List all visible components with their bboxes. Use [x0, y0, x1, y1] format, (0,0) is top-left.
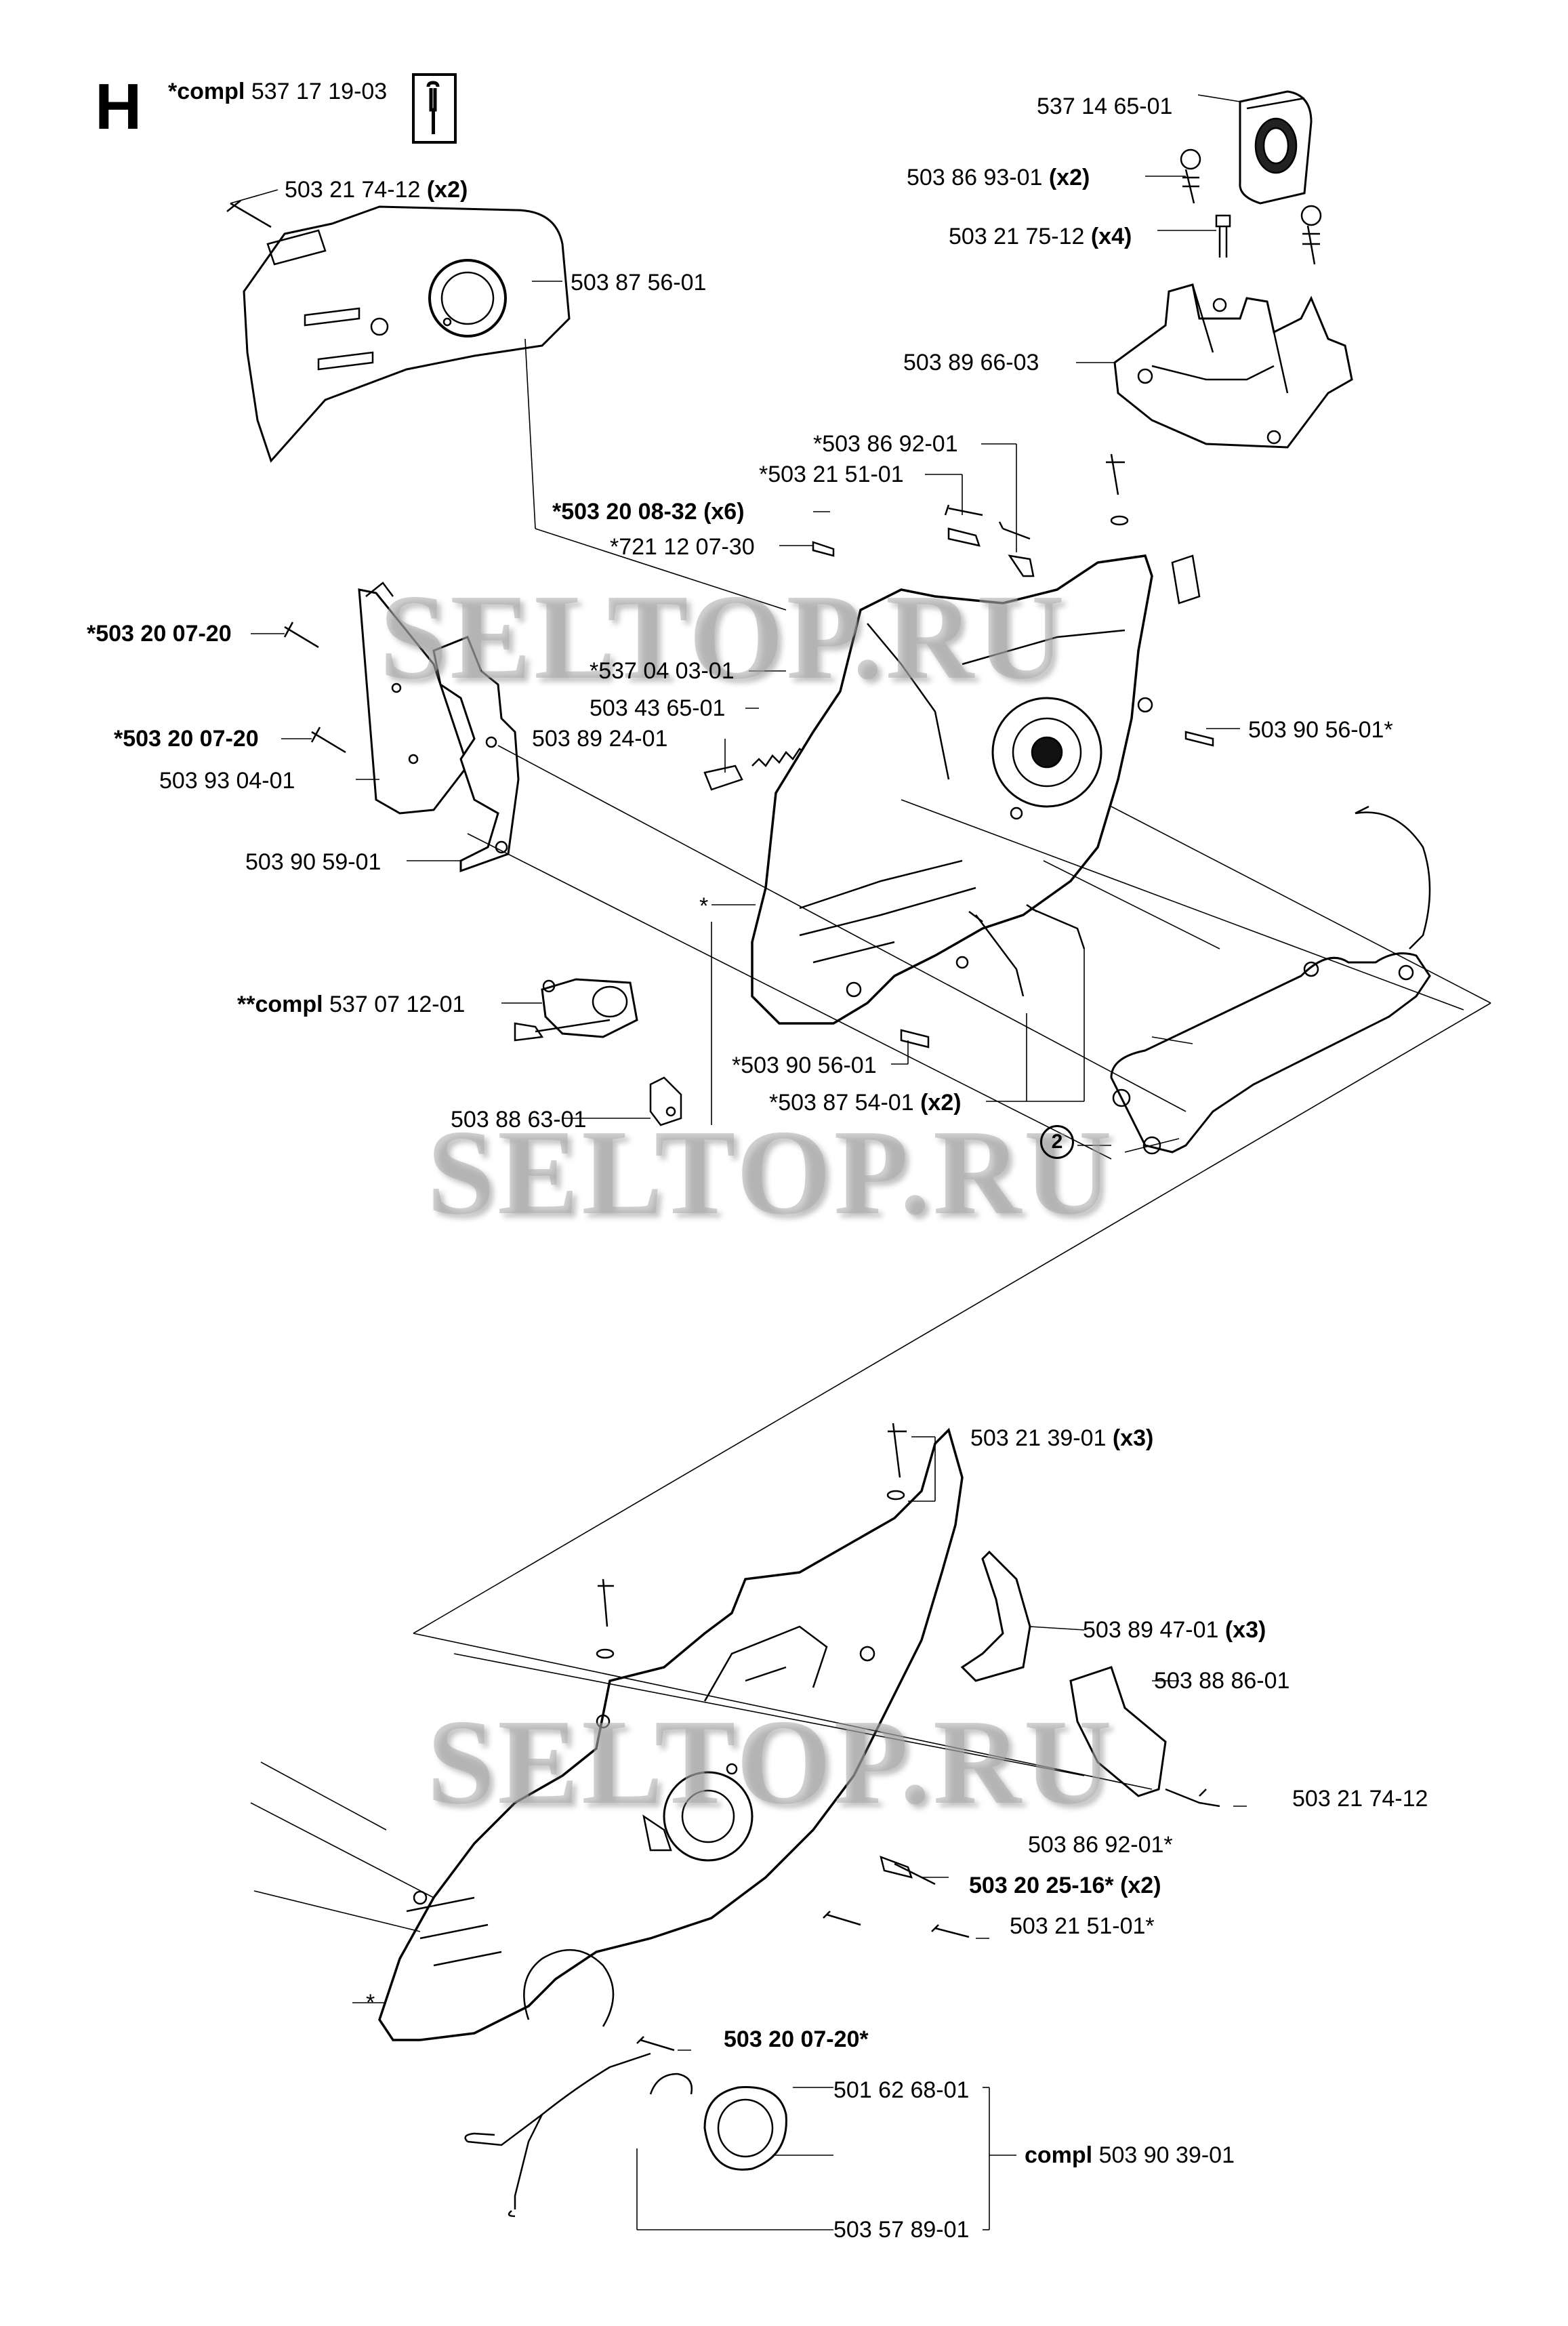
small-clip-part — [649, 1076, 682, 1126]
oil-cap-part — [649, 2073, 787, 2171]
part-label: 501 62 68-01 — [833, 2077, 970, 2103]
watermark: SELTOP.RU — [379, 569, 1067, 704]
wrench-icon — [412, 73, 457, 144]
part-label: 503 20 07-20* — [724, 2026, 869, 2052]
part-label: 503 86 93-01 (x2) — [907, 165, 1090, 190]
part-label: 537 14 65-01 — [1037, 94, 1173, 119]
crankcase-upper-part — [751, 554, 1201, 1025]
part-label: 503 93 04-01 — [159, 768, 295, 794]
part-label: * — [366, 1990, 375, 2016]
chain-tensioner-part — [514, 978, 638, 1042]
part-label: *503 21 51-01 — [759, 462, 904, 487]
part-label: *721 12 07-30 — [610, 534, 755, 560]
part-label: **compl 537 07 12-01 — [237, 992, 466, 1017]
guard-plate-part — [358, 582, 469, 815]
part-label: 503 21 74-12 — [1292, 1786, 1428, 1812]
leader-lines — [230, 94, 1491, 2230]
filter-holder-part — [1113, 283, 1353, 449]
part-label: *503 20 07-20 — [114, 726, 259, 752]
part-label: *503 90 56-01 — [732, 1053, 877, 1078]
part-label: *503 20 07-20 — [87, 621, 232, 647]
chain-cover-part — [243, 205, 571, 463]
section-compl-number: *compl 537 17 19-03 — [168, 80, 387, 103]
gasket-part — [1110, 805, 1431, 1155]
part-label: * — [699, 893, 709, 919]
part-label: 503 57 89-01 — [833, 2217, 970, 2243]
part-label: 503 21 74-12 (x2) — [285, 177, 468, 203]
section-letter: H — [95, 70, 142, 143]
part-label: 503 89 66-03 — [903, 350, 1039, 375]
guard-screws — [283, 621, 346, 754]
oil-cap-strap-part — [464, 2052, 651, 2218]
compl-number: 537 17 19-03 — [251, 79, 388, 104]
part-label: 503 21 39-01 (x3) — [970, 1425, 1154, 1451]
chain-catcher-part — [960, 1550, 1031, 1682]
watermark: SELTOP.RU — [427, 1694, 1115, 1829]
part-label: 503 21 51-01* — [1010, 1913, 1155, 1939]
part-label: 503 89 47-01 (x3) — [1083, 1617, 1266, 1643]
part-label: 503 88 63-01 — [451, 1107, 587, 1133]
crankcase-lower-part — [378, 1427, 964, 2041]
part-label: 503 90 56-01* — [1248, 717, 1393, 743]
part-label: *503 20 08-32 (x6) — [552, 499, 745, 525]
part-label: 503 20 25-16* (x2) — [969, 1873, 1161, 1898]
part-label: 503 88 86-01 — [1154, 1668, 1290, 1694]
spring-part — [751, 748, 807, 767]
part-label: 503 89 24-01 — [532, 726, 668, 752]
watermark: SELTOP.RU — [427, 1105, 1115, 1240]
part-label: 503 90 59-01 — [245, 849, 381, 875]
lower-screws — [596, 1423, 970, 2052]
part-label: 503 87 56-01 — [571, 270, 707, 295]
stud-bolts — [968, 903, 1086, 997]
part-label: 503 43 65-01 — [590, 695, 726, 721]
part-label: *503 86 92-01 — [813, 431, 958, 457]
filter-cap-part — [1239, 90, 1313, 205]
compl-prefix: *compl — [168, 79, 245, 104]
upper-screws — [998, 453, 1129, 577]
callout-number: 2 — [1040, 1125, 1074, 1159]
part-label: 503 21 75-12 (x4) — [949, 224, 1132, 249]
part-label: *503 87 54-01 (x2) — [769, 1090, 962, 1116]
cover-screw — [226, 200, 272, 228]
spike-bumper-part — [432, 636, 520, 873]
rubber-block-part — [703, 764, 743, 791]
cap-screws — [1180, 148, 1322, 265]
part-label: 503 86 92-01* — [1028, 1832, 1173, 1858]
part-label: compl 503 90 39-01 — [1025, 2142, 1235, 2168]
pin-parts — [812, 504, 1214, 1048]
guide-plate-part — [1069, 1666, 1220, 1808]
part-label: *537 04 03-01 — [590, 658, 735, 684]
